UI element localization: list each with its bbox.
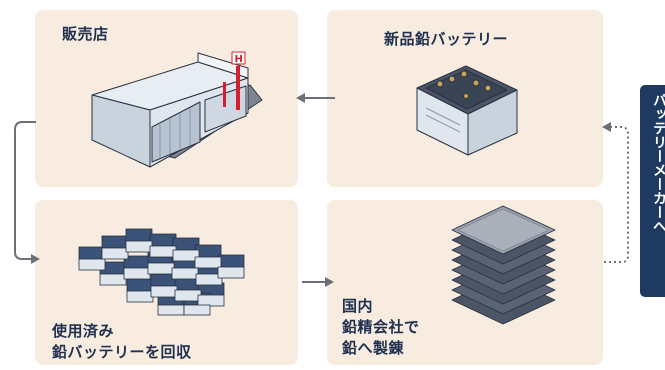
used-batteries-icon xyxy=(78,228,245,316)
smelting-label: 国内 鉛精会社で 鉛へ製錬 xyxy=(342,297,420,357)
new-battery-icon xyxy=(416,65,518,156)
battery-maker-tab: バッテリーメーカーへ xyxy=(640,85,665,297)
arrow-shop-to-used xyxy=(14,121,40,264)
battery-maker-label: バッテリーメーカーへ xyxy=(651,93,665,233)
svg-text:H: H xyxy=(235,54,243,65)
arrow-smelting-to-maker xyxy=(602,122,629,263)
shop-label: 販売店 xyxy=(62,25,109,43)
arrow-used-to-smelting xyxy=(302,277,334,287)
new-battery-label: 新品鉛バッテリー xyxy=(384,30,509,48)
used-battery-label: 使用済み 鉛バッテリーを回収 xyxy=(52,322,192,361)
shop-building-icon: H xyxy=(91,51,263,168)
arrow-new-to-shop xyxy=(296,93,335,103)
lead-ingot-stack-icon xyxy=(451,205,556,325)
